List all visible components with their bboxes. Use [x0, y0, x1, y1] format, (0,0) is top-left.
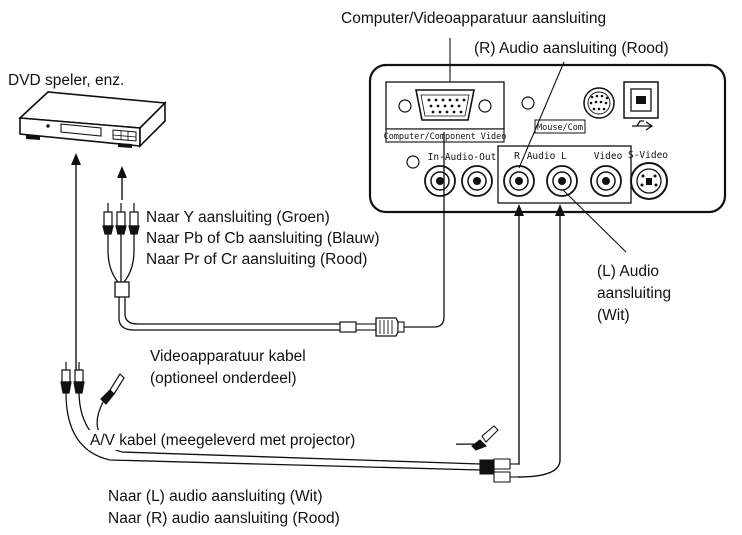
av-cable: [60, 362, 518, 483]
in-audio-out-label: In-Audio-Out: [428, 152, 497, 163]
dvd-input-arrows: [71, 153, 127, 372]
video-label: Video: [594, 151, 623, 162]
computer-video-port-icon: Computer/Component Video: [384, 81, 507, 143]
audio-l-jack-icon: [546, 165, 578, 197]
l-audio-label-line2: aansluiting: [597, 285, 671, 302]
video-cable-label-line1: Videoapparatuur kabel: [150, 348, 306, 365]
video-jack-icon: [590, 165, 622, 197]
mouse-com-port-icon: Mouse/Com: [521, 87, 615, 134]
audio-r-label: R: [514, 151, 520, 162]
l-audio-label-line1: (L) Audio: [597, 263, 659, 280]
mouse-com-label: Mouse/Com: [537, 123, 583, 133]
audio-l-label: L: [561, 151, 567, 162]
projector-panel: Computer/Component Video Mouse/Com I: [368, 63, 727, 214]
r-audio-port-label: (R) Audio aansluiting (Rood): [474, 40, 669, 57]
audio-label: Audio: [527, 151, 556, 162]
av-cable-label: A/V kabel (meegeleverd met projector): [90, 432, 355, 449]
audio-video-port-group: R Audio L Video: [497, 145, 632, 204]
dvd-player-label: DVD speler, enz.: [8, 72, 124, 89]
computer-component-video-label: Computer/Component Video: [384, 132, 507, 142]
video-cable-label-line2: (optioneel onderdeel): [150, 370, 297, 387]
naar-l-audio-label: Naar (L) audio aansluiting (Wit): [108, 488, 323, 505]
component-video-cable: [102, 132, 445, 337]
s-video-port-icon: S-Video: [628, 150, 668, 200]
computer-video-port-label: Computer/Videoapparatuur aansluiting: [341, 10, 606, 27]
audio-leader-lines: [514, 204, 565, 478]
s-video-label: S-Video: [628, 150, 668, 161]
audio-r-jack-icon: [503, 165, 535, 197]
l-audio-label-line3: (Wit): [597, 307, 630, 324]
naar-pb-label: Naar Pb of Cb aansluiting (Blauw): [146, 230, 379, 247]
naar-y-label: Naar Y aansluiting (Groen): [146, 209, 330, 226]
naar-pr-label: Naar Pr of Cr aansluiting (Rood): [146, 251, 367, 268]
naar-r-audio-label: Naar (R) audio aansluiting (Rood): [108, 510, 340, 527]
dvd-player-icon: [18, 91, 167, 148]
in-audio-out-port-icon: In-Audio-Out: [406, 152, 497, 197]
av-cable-label-bg: [88, 430, 456, 450]
usb-port-icon: [623, 81, 659, 131]
annotation-lines: [449, 38, 627, 253]
